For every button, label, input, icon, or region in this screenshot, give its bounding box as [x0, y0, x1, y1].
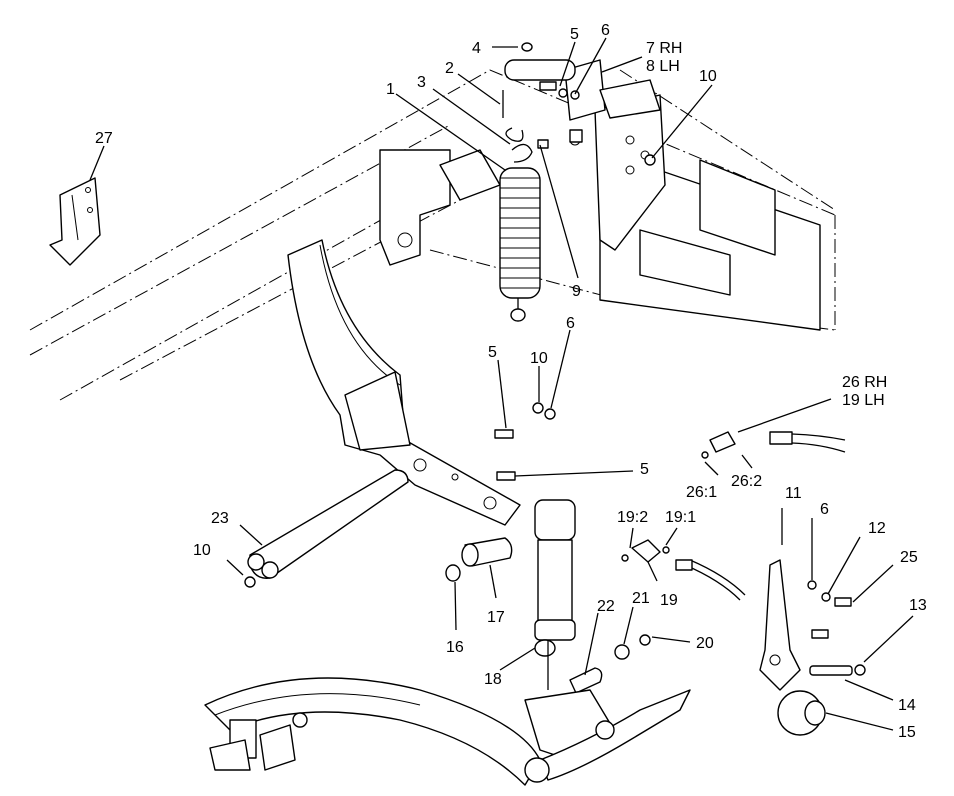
lower-lift-arm — [204, 677, 691, 786]
lift-bracket-7-8 — [504, 59, 666, 251]
callout-13: 13 — [909, 597, 927, 614]
pivot-tube-23 — [244, 469, 409, 588]
callout-3: 3 — [417, 74, 426, 91]
leader-lines — [89, 37, 914, 731]
callout-5: 5 — [488, 344, 497, 361]
extension-spring-1 — [499, 127, 541, 322]
callout-22: 22 — [597, 598, 615, 615]
callout-15: 15 — [898, 724, 916, 741]
callout-16: 16 — [446, 639, 464, 656]
lift-arm-weldment — [287, 239, 521, 526]
bushing-17 — [445, 537, 513, 582]
callout-25: 25 — [900, 549, 918, 566]
callout-14: 14 — [898, 697, 916, 714]
callout-19: 19 — [660, 592, 678, 609]
callout-4: 4 — [472, 40, 481, 57]
callout-10: 10 — [193, 542, 211, 559]
callout-19-lh: 19 LH — [842, 392, 885, 409]
callout-10: 10 — [699, 68, 717, 85]
callout-9: 9 — [572, 283, 581, 300]
callout-2: 2 — [445, 60, 454, 77]
top-hardware — [502, 42, 656, 166]
callout-6: 6 — [820, 501, 829, 518]
hydraulic-hoses — [675, 431, 846, 601]
callout-7-rh: 7 RH — [646, 40, 682, 57]
callout-21: 21 — [632, 590, 650, 607]
callout-18: 18 — [484, 671, 502, 688]
callout-6: 6 — [601, 22, 610, 39]
callout-19-2: 19:2 — [617, 509, 648, 526]
callout-26-rh: 26 RH — [842, 374, 887, 391]
callout-5: 5 — [640, 461, 649, 478]
hydraulic-cylinder-18 — [534, 499, 576, 690]
bracket-27 — [49, 177, 101, 266]
callout-26-1: 26:1 — [686, 484, 717, 501]
callout-10: 10 — [530, 350, 548, 367]
callout-11: 11 — [785, 485, 802, 502]
callout-17: 17 — [487, 609, 505, 626]
callout-27: 27 — [95, 130, 113, 147]
callout-labels: 4 5 6 7 RH 8 LH 2 10 1 3 27 9 5 10 6 26 … — [95, 22, 927, 741]
callout-8-lh: 8 LH — [646, 58, 680, 75]
callout-26-2: 26:2 — [731, 473, 762, 490]
callout-19-1: 19:1 — [665, 509, 696, 526]
callout-6: 6 — [566, 315, 575, 332]
callout-23: 23 — [211, 510, 229, 527]
callout-5: 5 — [570, 26, 579, 43]
mid-hardware — [494, 402, 556, 481]
callout-1: 1 — [386, 81, 395, 98]
fittings-19-21-22 — [569, 539, 670, 694]
callout-20: 20 — [696, 635, 714, 652]
callout-12: 12 — [868, 520, 886, 537]
roller-bracket-11 — [759, 559, 866, 736]
